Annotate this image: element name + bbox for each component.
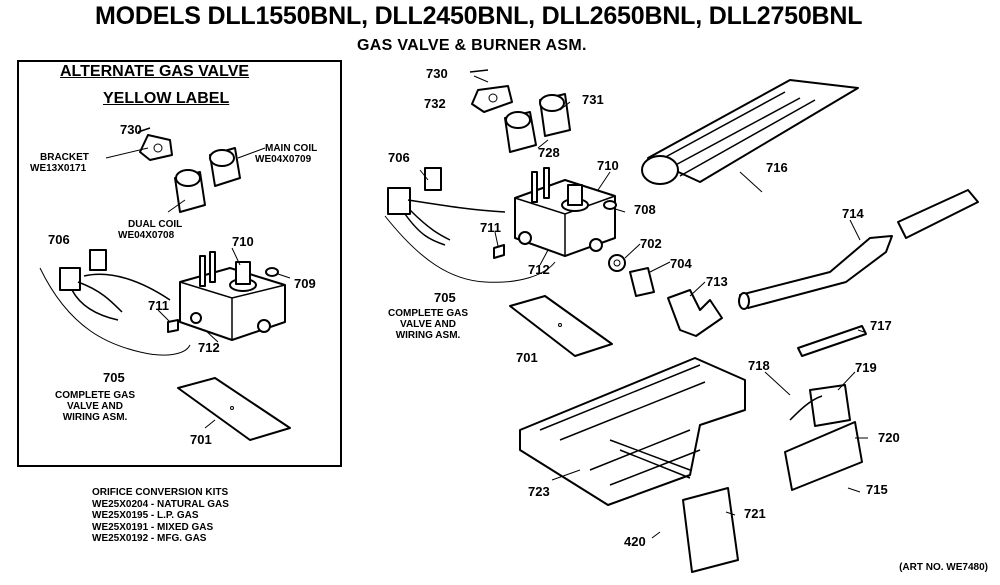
main-bracket-721 — [682, 487, 739, 573]
main-callout-701: 701 — [516, 350, 538, 365]
main-burner-716 — [641, 79, 859, 185]
main-callout-714: 714 — [842, 206, 864, 221]
main-screw-711 — [493, 244, 505, 259]
inset-frame — [17, 60, 342, 467]
main-leaders — [419, 75, 868, 539]
main-nut-702 — [608, 254, 626, 272]
main-callout-717: 717 — [870, 318, 892, 333]
main-orifice-704 — [629, 267, 655, 297]
inset-callout-711: 711 — [148, 298, 169, 313]
conversion-kit-item: WE25X0204 - NATURAL GAS — [92, 498, 229, 510]
inset-screw-711 — [167, 319, 179, 333]
conversion-kit-item: WE25X0191 - MIXED GAS — [92, 521, 214, 533]
main-callout-710: 710 — [597, 158, 619, 173]
conversion-kits-heading: ORIFICE CONVERSION KITS — [92, 487, 229, 498]
page-title: MODELS DLL1550BNL, DLL2450BNL, DLL2650BN… — [95, 2, 863, 30]
inset-bracket-label: BRACKET — [40, 152, 89, 163]
main-bracket-720 — [784, 421, 863, 491]
conversion-kit-item: WE25X0192 - MFG. GAS — [92, 533, 207, 544]
main-callout-723: 723 — [528, 484, 550, 499]
main-callout-704: 704 — [670, 256, 692, 271]
inset-main-coil-part: WE04X0709 — [255, 154, 312, 165]
inset-heading-2: YELLOW LABEL — [103, 90, 230, 107]
main-callout-730: 730 — [426, 66, 448, 81]
main-wiring-706 — [384, 167, 556, 283]
main-callout-420: 420 — [624, 534, 646, 549]
inset-caption-line-2: VALVE AND — [67, 401, 123, 412]
inset-valve-body-712 — [179, 251, 286, 341]
main-callout-731: 731 — [582, 92, 604, 107]
inset-dual-coil-part: WE04X0708 — [118, 230, 175, 241]
main-chassis-723 — [519, 357, 746, 506]
inset-callout-706: 706 — [48, 232, 70, 247]
main-valve-body-712 — [514, 167, 616, 257]
main-callout-732: 732 — [424, 96, 446, 111]
main-callout-719: 719 — [855, 360, 877, 375]
inset-main-coil-label: MAIN COIL — [265, 143, 318, 154]
inset-plate-701 — [177, 377, 291, 441]
inset-callout-730: 730 — [120, 122, 142, 137]
main-callout-721: 721 — [744, 506, 766, 521]
inset-callout-705: 705 — [103, 370, 125, 385]
main-tube-714 — [738, 189, 979, 310]
inset-heading-1: ALTERNATE GAS VALVE — [60, 63, 250, 80]
inset-leaders — [105, 147, 291, 429]
inset-callout-701: 701 — [190, 432, 212, 447]
main-screw-717 — [797, 325, 867, 357]
main-callout-708: 708 — [634, 202, 656, 217]
main-caption-line-3: WIRING ASM. — [395, 330, 461, 341]
main-callout-720: 720 — [878, 430, 900, 445]
main-elbow-713 — [667, 289, 723, 337]
inset-dual-coil-label: DUAL COIL — [128, 219, 183, 230]
conversion-kit-item: WE25X0195 - L.P. GAS — [92, 510, 199, 521]
conversion-kits-list: ORIFICE CONVERSION KITS WE25X0204 - NATU… — [92, 487, 229, 545]
main-callout-711: 711 — [480, 220, 501, 235]
main-coil-728 — [504, 111, 537, 153]
main-callout-705: 705 — [434, 290, 456, 305]
main-caption-line-1: COMPLETE GAS — [388, 308, 469, 319]
main-complete-caption: COMPLETE GAS VALVE AND WIRING ASM. — [388, 308, 468, 341]
main-callout-706: 706 — [388, 150, 410, 165]
main-plug-708 — [603, 200, 617, 210]
inset-callout-710: 710 — [232, 234, 254, 249]
inset-wiring-706 — [39, 249, 191, 356]
main-callout-718: 718 — [748, 358, 770, 373]
main-caption-line-2: VALVE AND — [400, 319, 456, 330]
art-number: (ART NO. WE7480) — [899, 562, 988, 573]
inset-callout-712: 712 — [198, 340, 220, 355]
main-callout-728: 728 — [538, 145, 560, 160]
main-callout-702: 702 — [640, 236, 662, 251]
inset-plug-709 — [265, 267, 279, 277]
main-igniter-719 — [789, 384, 851, 427]
inset-caption-line-1: COMPLETE GAS — [55, 390, 136, 401]
main-bracket-732 — [469, 69, 513, 113]
inset-bracket-part: WE13X0171 — [30, 163, 87, 174]
main-callout-715: 715 — [866, 482, 888, 497]
page-subtitle: GAS VALVE & BURNER ASM. — [357, 37, 587, 54]
main-plate-701 — [509, 295, 613, 357]
inset-main-coil — [209, 147, 241, 187]
main-coil-731 — [539, 93, 571, 137]
inset-caption-line-3: WIRING ASM. — [62, 412, 128, 423]
main-callout-716: 716 — [766, 160, 788, 175]
inset-complete-caption: COMPLETE GAS VALVE AND WIRING ASM. — [55, 390, 135, 423]
main-callout-713: 713 — [706, 274, 728, 289]
inset-callout-709: 709 — [294, 276, 316, 291]
main-callout-712: 712 — [528, 262, 550, 277]
